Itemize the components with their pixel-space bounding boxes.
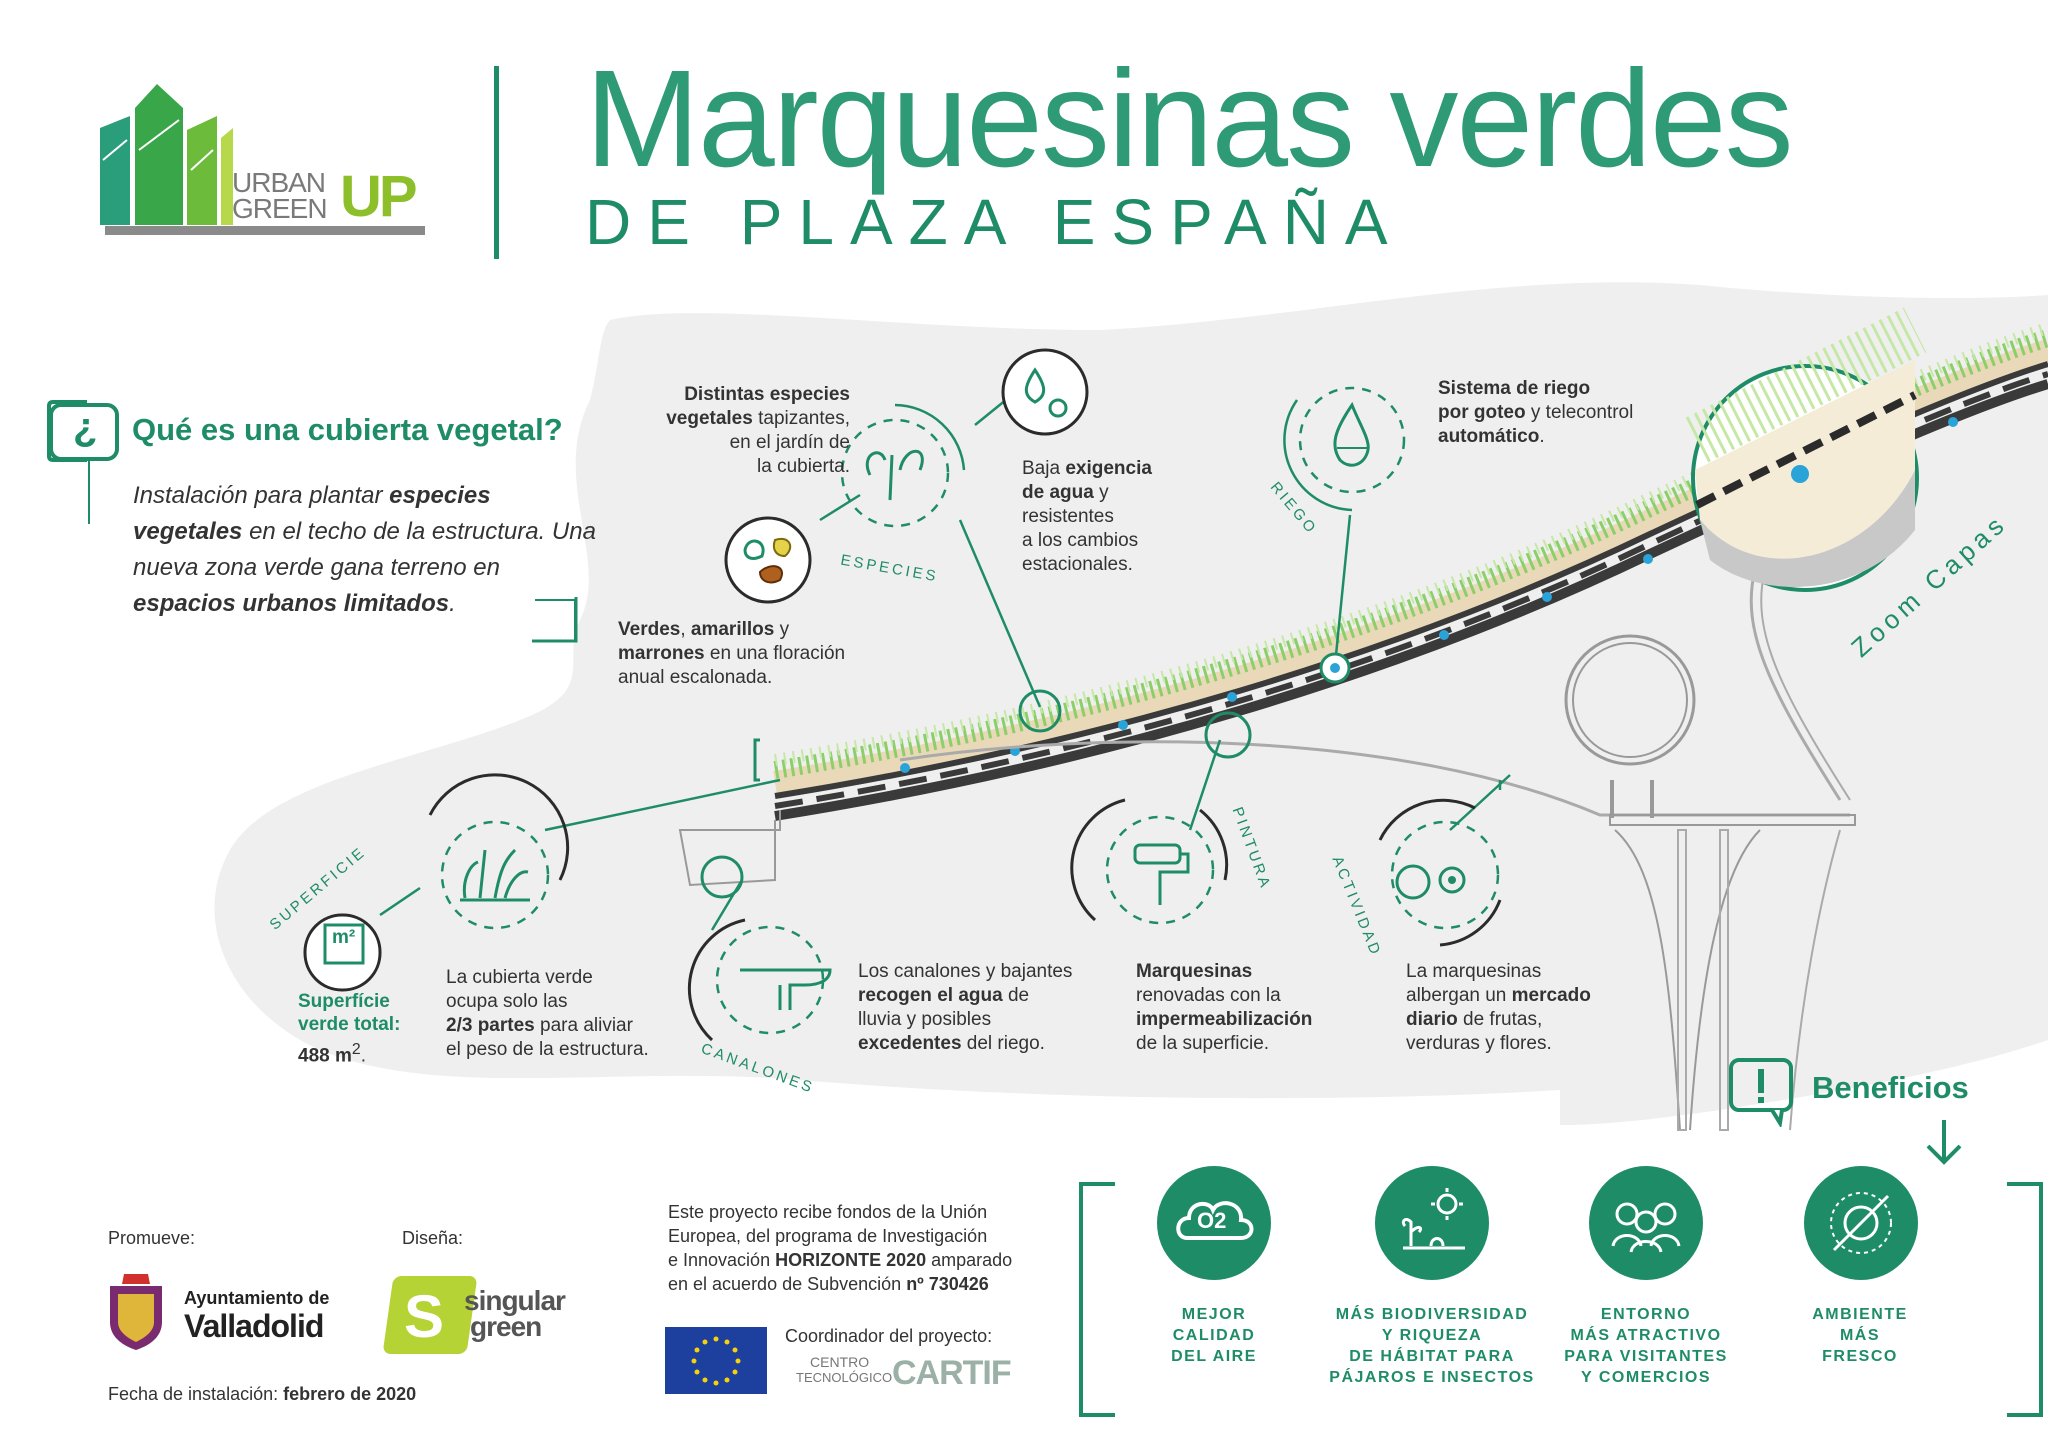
beneficios-icon <box>1729 1058 1793 1127</box>
beneficios-bracket <box>1079 1182 2043 1417</box>
intro-heading: Qué es una cubierta vegetal? <box>132 412 563 447</box>
beneficios-title: Beneficios <box>1812 1070 1969 1105</box>
urban-green-up-logo <box>100 84 425 235</box>
cartif-logo: CARTIF <box>892 1354 1012 1392</box>
logo-text: URBAN GREEN <box>232 167 328 224</box>
superficie-valor: 488 m2. <box>298 1041 366 1067</box>
disena-label: Diseña: <box>402 1228 464 1248</box>
o2-label: O2 <box>1197 1208 1227 1233</box>
singular-line1: singular <box>464 1285 566 1316</box>
question-glyph: ¿ <box>73 405 98 449</box>
ayto-line2: Valladolid <box>184 1308 324 1344</box>
logo-line2: GREEN <box>232 193 328 224</box>
centro-line2: TECNOLÓGICO <box>796 1370 893 1385</box>
question-icon <box>49 403 119 461</box>
arrow-down-icon <box>1926 1120 1962 1165</box>
logo-up-mark: UP <box>340 164 418 229</box>
ayto-line1: Ayuntamiento de <box>184 1288 330 1308</box>
benefit-circle-biodiversidad <box>1375 1166 1489 1280</box>
page-subtitle: DE PLAZA ESPAÑA <box>585 186 1404 258</box>
valladolid-crest-icon <box>110 1274 162 1350</box>
benefit-circle-aire <box>1157 1166 1271 1280</box>
people-icon <box>1611 1202 1681 1253</box>
singular-line2: green <box>470 1311 542 1342</box>
fecha-instalacion: Fecha de instalación: febrero de 2020 <box>108 1384 417 1404</box>
benefit-circle-entorno <box>1589 1166 1703 1280</box>
eu-stars <box>691 1336 741 1386</box>
centro-line1: CENTRO <box>810 1354 870 1370</box>
m2-label: m² <box>332 927 356 948</box>
coordinador-label: Coordinador del proyecto: <box>785 1326 993 1346</box>
header-divider <box>494 66 499 259</box>
logo-line1: URBAN <box>232 167 326 198</box>
promueve-label: Promueve: <box>108 1228 196 1248</box>
intro-corner <box>532 597 578 643</box>
intro-text: Instalación para plantar especies vegeta… <box>133 482 596 617</box>
cool-sun-icon <box>1830 1192 1892 1254</box>
singular-green-s: S <box>404 1283 445 1350</box>
callout-especies: Distintas especies vegetales tapizantes,… <box>666 384 850 477</box>
page-title: Marquesinas verdes <box>585 42 1794 196</box>
biodiversity-icon <box>1401 1188 1465 1250</box>
o2-cloud-icon <box>1176 1201 1254 1240</box>
